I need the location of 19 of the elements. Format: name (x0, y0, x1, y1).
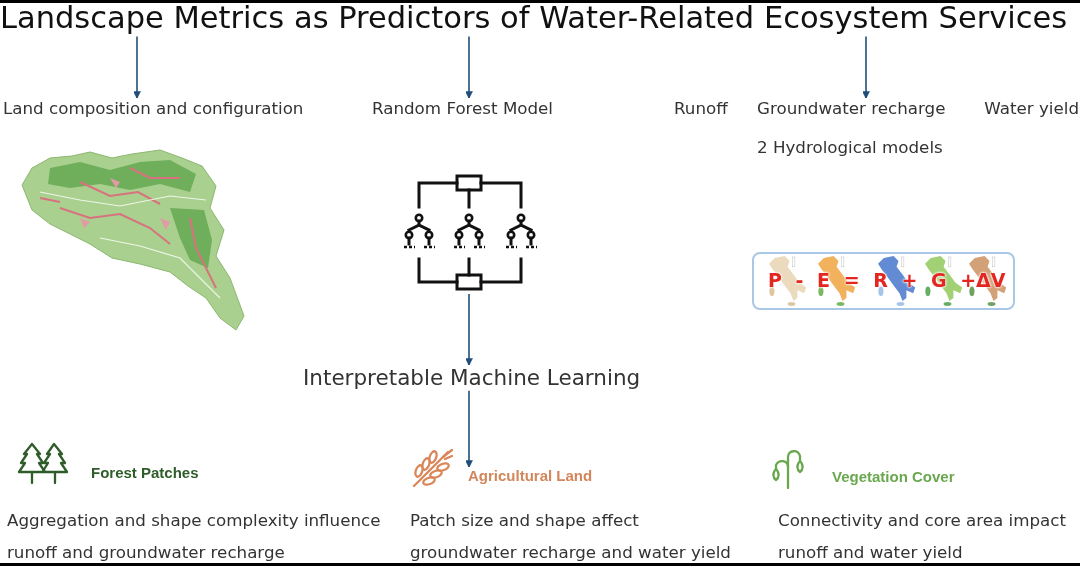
diagram-title: Landscape Metrics as Predictors of Water-Related Ecosystem Services (0, 0, 1068, 37)
output-label: Groundwater recharge (757, 98, 946, 119)
category-heading: Vegetation Cover (832, 468, 955, 485)
note-text: 2 Hydrological models (757, 137, 943, 158)
method-label: Random Forest Model (372, 98, 553, 119)
arrow (465, 293, 473, 366)
input-label: Land composition and configuration (3, 98, 304, 119)
category-heading: Agricultural Land (468, 467, 593, 484)
description-text: Connectivity and core area impact runoff and water yield (778, 509, 1067, 564)
description-text: Aggregation and shape complexity influence runoff and groundwater recharge (7, 509, 382, 564)
output-label: Water yield (984, 98, 1079, 119)
arrow (133, 35, 141, 99)
arrow (862, 35, 870, 99)
output-label: Runoff (674, 98, 728, 119)
arrow (465, 35, 473, 99)
stage-label: Interpretable Machine Learning (303, 365, 641, 391)
arrow (465, 390, 473, 468)
description-text: Patch size and shape affect groundwater recharge and water yield (410, 509, 732, 564)
category-heading: Forest Patches (91, 464, 199, 481)
